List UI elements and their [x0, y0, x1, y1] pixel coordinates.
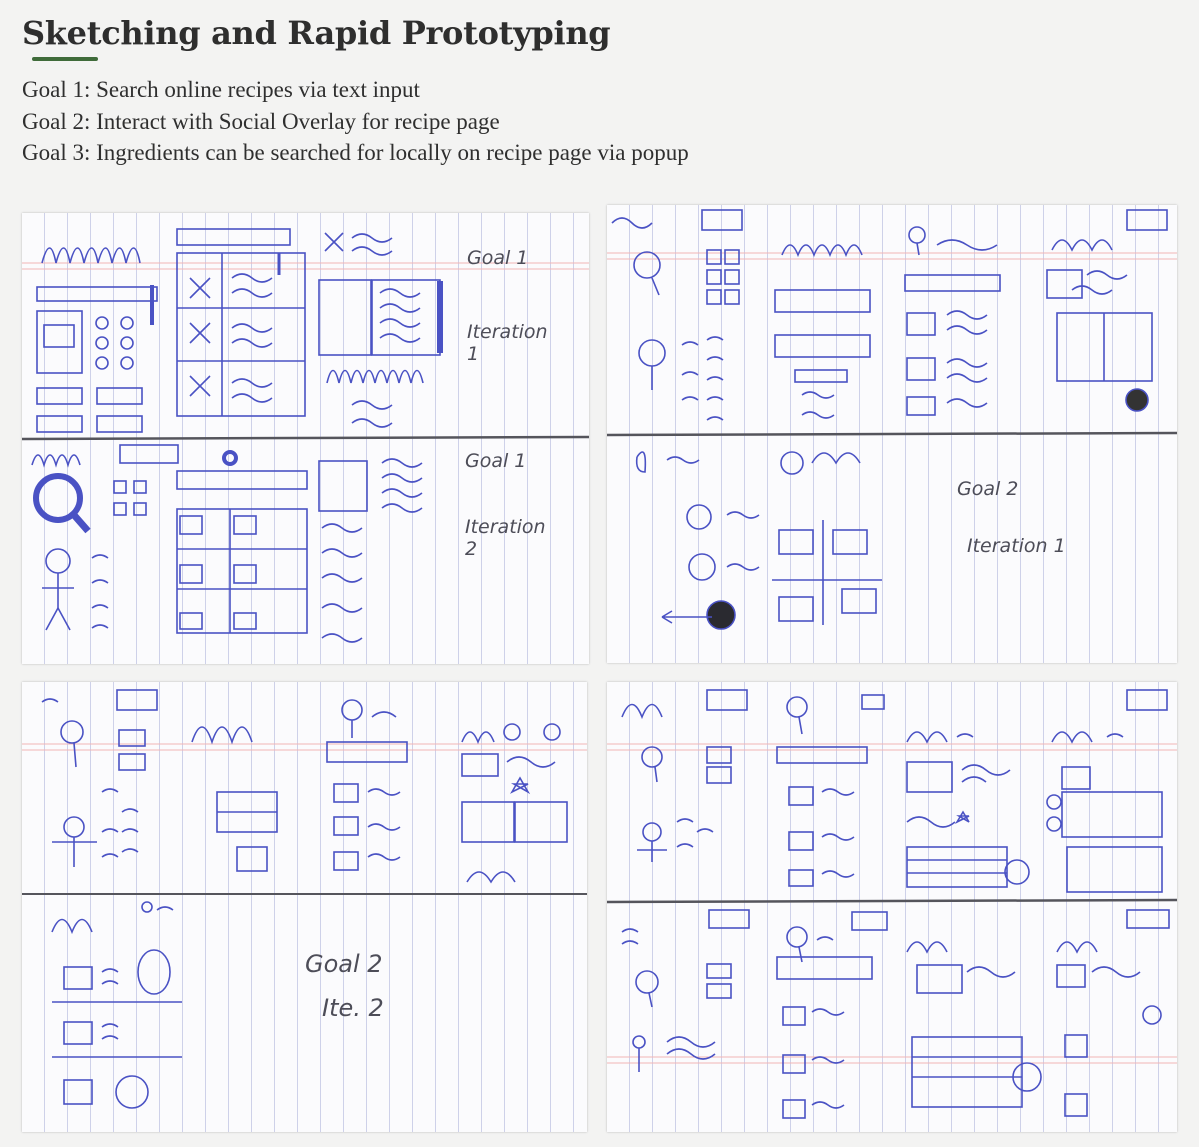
sketch-goal2-iter1: Goal 2 Iteration 1 — [607, 205, 1177, 663]
goals-list: Goal 1: Search online recipes via text i… — [22, 74, 689, 169]
title-underline — [32, 57, 98, 61]
sketch-goal1-label-goal-2: Goal 1 — [465, 450, 527, 472]
goal-3: Goal 3: Ingredients can be searched for … — [22, 140, 689, 165]
sketch-goal2-iter2-drawing — [22, 689, 587, 1109]
sketch-goal2-iter2-label-goal: Goal 2 — [305, 950, 383, 978]
sketch-goal1: Goal 1 Iteration 1 Goal 1 Iteration 2 — [22, 213, 589, 664]
sketch-goal2-label-iteration: Iteration 1 — [967, 535, 1066, 557]
goal-2: Goal 2: Interact with Social Overlay for… — [22, 108, 500, 134]
sketch-goal3-drawing — [607, 689, 1177, 1119]
sketch-goal1-label-iteration: Iteration 1 — [467, 321, 548, 365]
sketch-goal3 — [607, 682, 1177, 1132]
sketch-goal2-iter2: Goal 2 Ite. 2 — [22, 682, 587, 1132]
goal-1: Goal 1: Search online recipes via text i… — [22, 77, 420, 102]
sketch-goal2-iter1-drawing — [607, 209, 1177, 630]
page-title: Sketching and Rapid Prototyping — [22, 14, 611, 52]
sketch-goal1-drawing — [22, 228, 589, 643]
sketch-goal1-label-goal: Goal 1 — [467, 247, 529, 269]
sketch-goal2-label-goal: Goal 2 — [957, 478, 1019, 500]
sketch-goal1-label-iteration-2: Iteration 2 — [465, 516, 546, 560]
sketch-goal2-iter2-label-iteration: Ite. 2 — [322, 994, 384, 1022]
